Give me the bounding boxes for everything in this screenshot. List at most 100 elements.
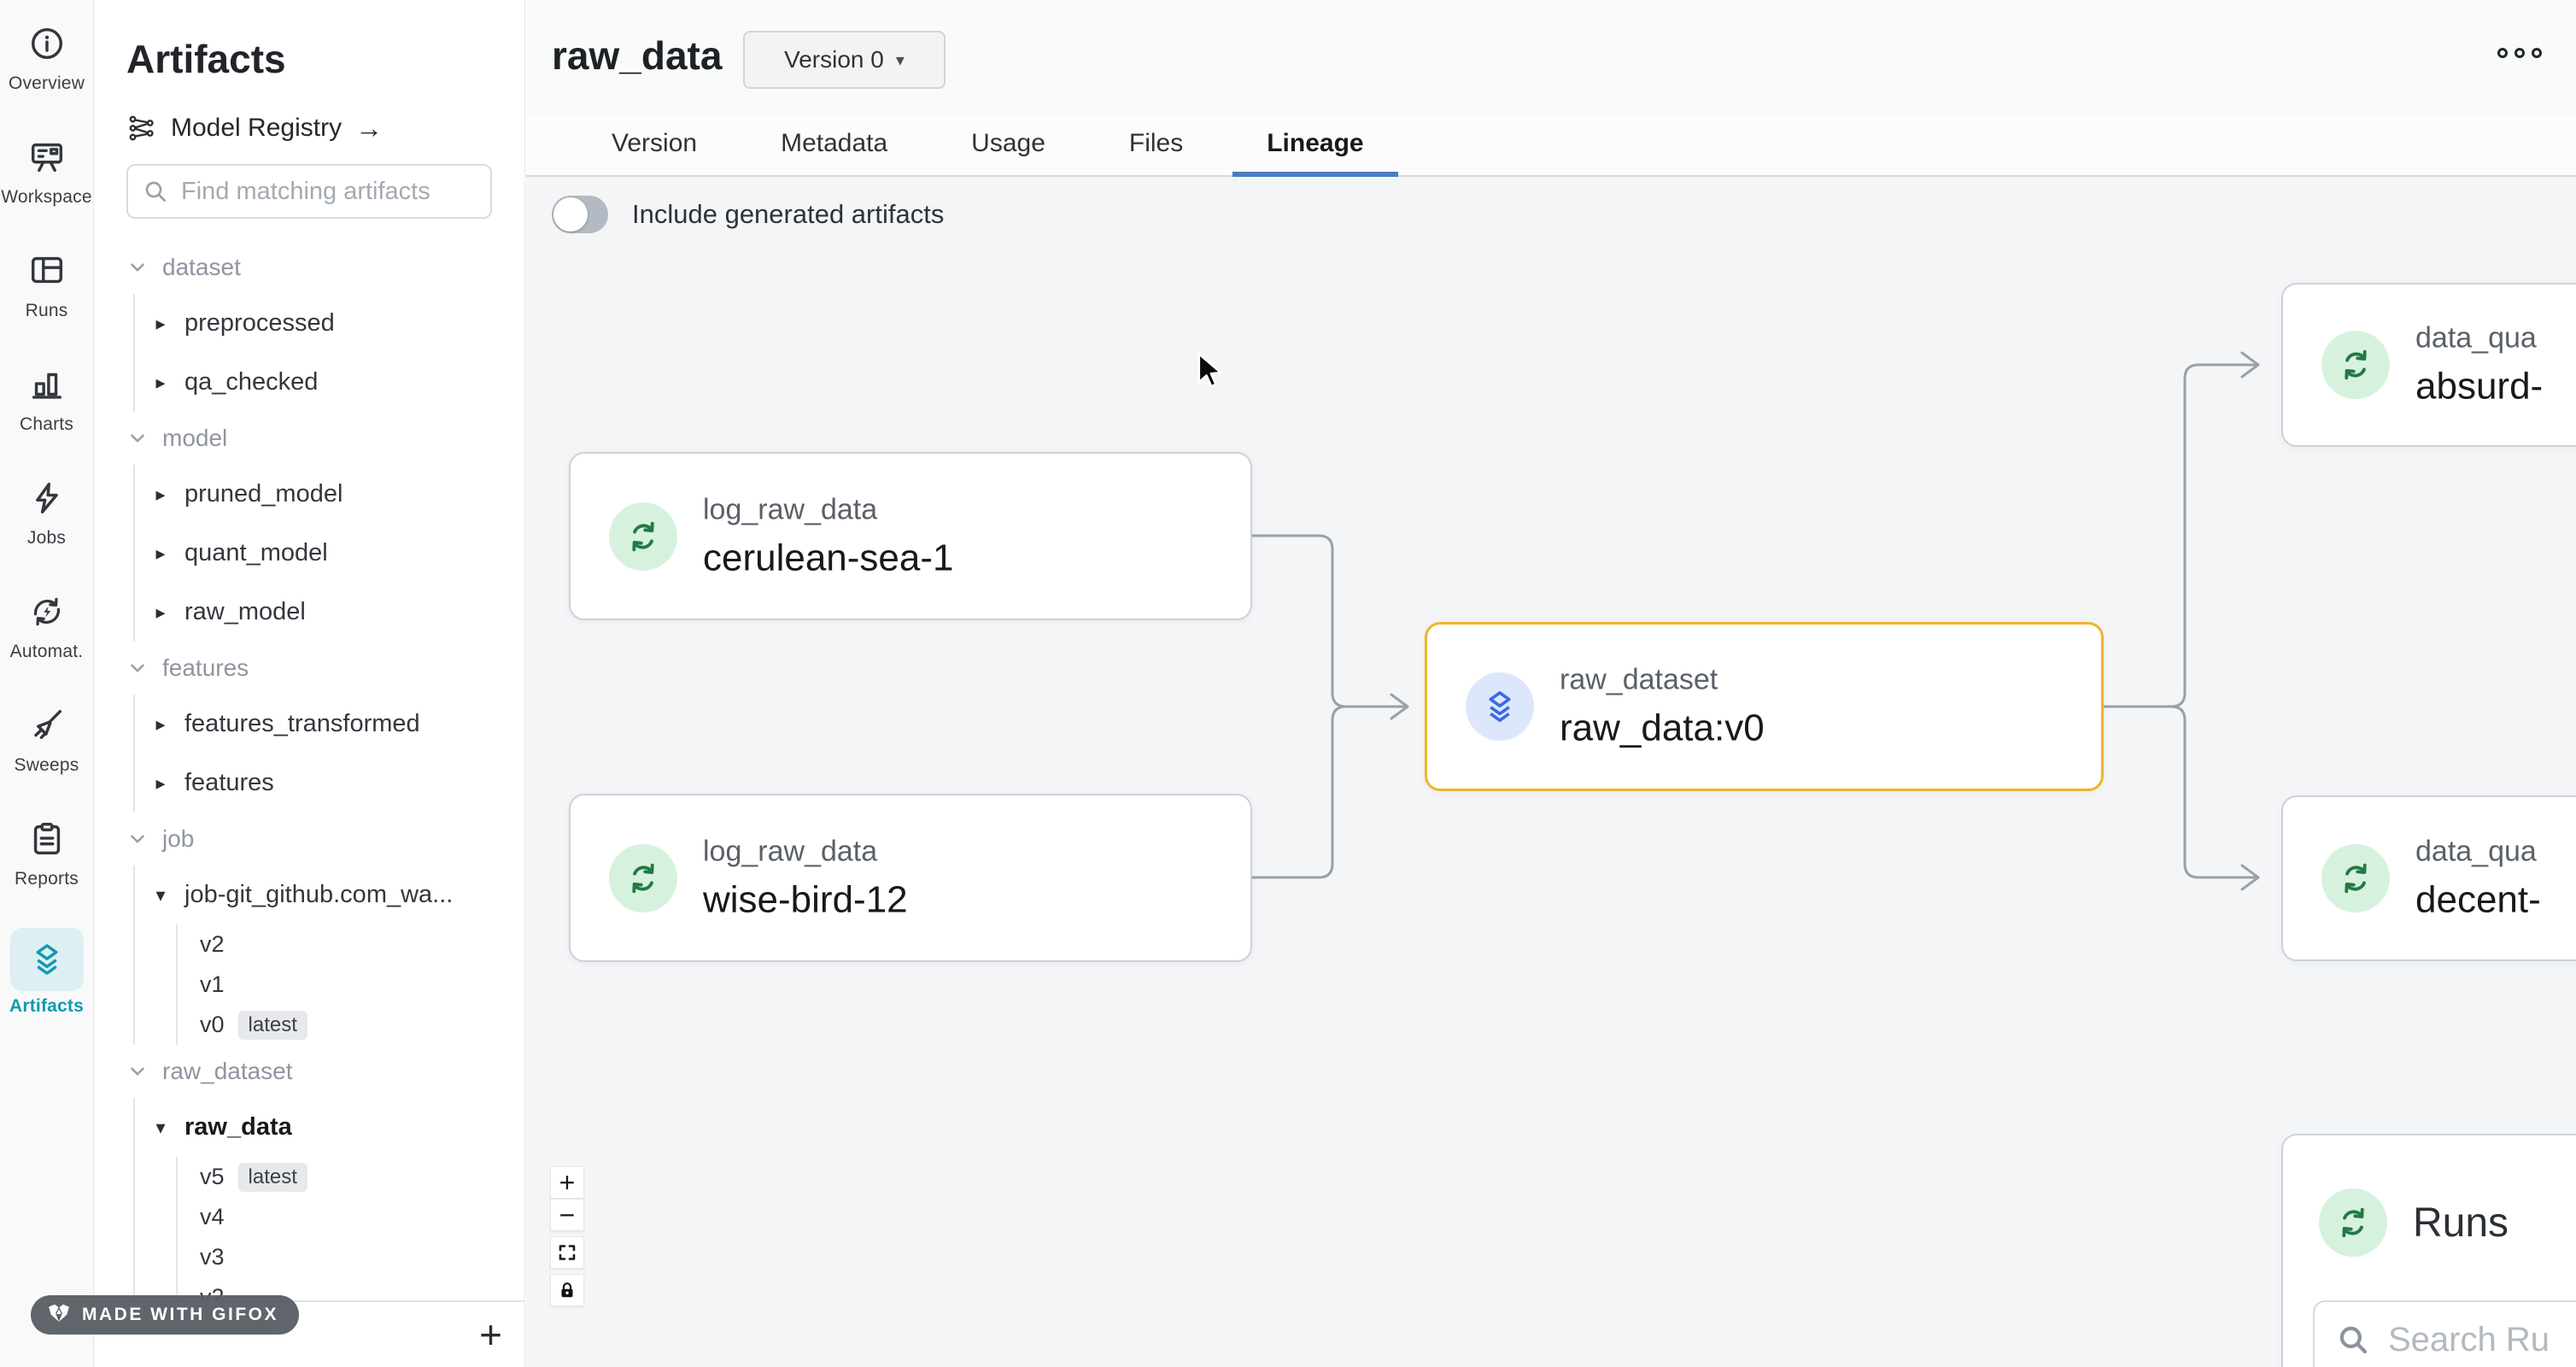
automations-icon [22, 587, 72, 637]
add-artifact-button[interactable]: + [479, 1312, 502, 1357]
tab-usage[interactable]: Usage [971, 129, 1045, 157]
sidebar-item-sweeps[interactable]: Sweeps [0, 694, 94, 807]
latest-badge: latest [237, 1162, 307, 1192]
sidebar-item-automations[interactable]: Automat. [0, 580, 94, 694]
chevron-down-icon [131, 1067, 144, 1076]
tree-version-v1[interactable]: v1 [200, 971, 225, 997]
fit-view-icon [559, 1245, 576, 1260]
tree-version-v3[interactable]: v3 [200, 1244, 225, 1270]
tree-section-features[interactable]: features [126, 642, 511, 695]
run-sync-icon [609, 843, 677, 912]
artifact-tree: dataset ▸preprocessed ▸qa_checked model … [126, 241, 511, 1300]
artifacts-sidebar: Artifacts Model Registry → dataset ▸prep… [94, 0, 525, 1367]
search-icon [145, 181, 166, 202]
sidebar-item-charts[interactable]: Charts [0, 353, 94, 466]
version-select-button[interactable]: Version 0 ▾ [743, 31, 946, 89]
overflow-menu-button[interactable] [2497, 48, 2542, 58]
caret-right-icon: ▸ [155, 542, 166, 564]
caret-down-icon: ▾ [155, 883, 166, 906]
zoom-in-button[interactable]: + [550, 1166, 584, 1199]
include-generated-toggle[interactable] [552, 196, 608, 233]
main-panel: raw_data Version 0 ▾ Version Metadata Us… [526, 0, 2576, 1367]
chevron-down-icon [131, 664, 144, 672]
tree-item-features[interactable]: ▸features [150, 754, 511, 813]
tab-lineage[interactable]: Lineage [1232, 115, 1398, 177]
caret-right-icon: ▸ [155, 371, 166, 393]
runs-panel[interactable]: Runs [2281, 1134, 2576, 1367]
runs-panel-title: Runs [2413, 1200, 2509, 1246]
tab-files[interactable]: Files [1128, 129, 1184, 157]
charts-icon [22, 360, 72, 409]
runs-search-input[interactable] [2388, 1320, 2576, 1359]
tree-section-raw-dataset[interactable]: raw_dataset [126, 1045, 511, 1098]
tab-version[interactable]: Version [612, 129, 698, 157]
tree-item-raw-model[interactable]: ▸raw_model [150, 583, 511, 642]
page-title: raw_data [552, 33, 723, 78]
artifact-header: raw_data Version 0 ▾ [526, 0, 2576, 115]
nav-rail: Overview Workspace Runs Charts Jobs [0, 0, 94, 1367]
sidebar-item-reports[interactable]: Reports [0, 807, 94, 921]
tree-version-v4[interactable]: v4 [200, 1204, 225, 1229]
lineage-node-wise-bird-12[interactable]: log_raw_data wise-bird-12 [569, 794, 1252, 962]
model-registry-icon [129, 115, 154, 141]
run-sync-icon [2321, 331, 2390, 399]
arrow-right-icon: → [355, 112, 383, 144]
caret-right-icon: ▸ [155, 312, 166, 334]
run-sync-icon [609, 502, 677, 571]
artifact-search-input[interactable] [181, 177, 477, 206]
tab-bar: Version Metadata Usage Files Lineage [526, 115, 2576, 177]
lineage-node-cerulean-sea-1[interactable]: log_raw_data cerulean-sea-1 [569, 452, 1252, 620]
workspace-icon [22, 132, 72, 182]
chevron-down-icon [131, 835, 144, 843]
lineage-canvas[interactable]: Include generated artifacts [526, 177, 2576, 1367]
caret-right-icon: ▸ [155, 772, 166, 794]
search-icon [2339, 1326, 2368, 1354]
generated-artifacts-toggle-row: Include generated artifacts [552, 196, 944, 233]
lineage-node-absurd[interactable]: data_qua absurd- [2281, 283, 2576, 447]
lineage-node-raw-data-v0[interactable]: raw_dataset raw_data:v0 [1425, 622, 2104, 791]
sweeps-icon [22, 701, 72, 750]
info-icon [22, 19, 72, 68]
sidebar-item-runs[interactable]: Runs [0, 239, 94, 353]
jobs-icon [22, 473, 72, 523]
reports-icon [22, 814, 72, 864]
tree-section-model[interactable]: model [126, 412, 511, 465]
runs-table-icon [22, 246, 72, 296]
chevron-down-icon [131, 434, 144, 443]
lock-button[interactable] [550, 1274, 584, 1306]
model-registry-link[interactable]: Model Registry → [126, 109, 383, 147]
tree-section-job[interactable]: job [126, 813, 511, 865]
sidebar-item-artifacts[interactable]: Artifacts [0, 921, 94, 1035]
tree-item-raw-data[interactable]: ▾raw_data [150, 1098, 511, 1157]
sidebar-item-jobs[interactable]: Jobs [0, 466, 94, 580]
caret-right-icon: ▸ [155, 483, 166, 505]
made-with-gifox-badge: MADE WITH GIFOX [31, 1295, 299, 1335]
caret-right-icon: ▸ [155, 713, 166, 735]
runs-search-box [2313, 1300, 2576, 1367]
tab-metadata[interactable]: Metadata [781, 129, 888, 157]
artifacts-icon [9, 928, 84, 991]
lineage-node-decent[interactable]: data_qua decent- [2281, 795, 2576, 961]
zoom-out-button[interactable]: − [550, 1199, 584, 1231]
tree-version-v2[interactable]: v2 [200, 931, 225, 957]
run-sync-icon [2319, 1188, 2387, 1257]
artifact-layers-icon [1466, 672, 1534, 741]
tree-section-dataset[interactable]: dataset [126, 241, 511, 294]
tree-item-preprocessed[interactable]: ▸preprocessed [150, 294, 511, 353]
sidebar-item-overview[interactable]: Overview [0, 12, 94, 126]
gifox-fox-icon [49, 1304, 69, 1322]
tree-item-pruned-model[interactable]: ▸pruned_model [150, 465, 511, 524]
tree-item-qa-checked[interactable]: ▸qa_checked [150, 353, 511, 412]
tree-item-job-git[interactable]: ▾job-git_github.com_wa... [150, 865, 511, 924]
canvas-zoom-controls: + − [550, 1166, 584, 1306]
sidebar-item-workspace[interactable]: Workspace [0, 126, 94, 239]
latest-badge: latest [237, 1010, 307, 1040]
fit-view-button[interactable] [550, 1236, 584, 1269]
tree-item-features-transformed[interactable]: ▸features_transformed [150, 695, 511, 754]
chevron-down-icon: ▾ [895, 50, 905, 70]
caret-right-icon: ▸ [155, 601, 166, 623]
tree-item-quant-model[interactable]: ▸quant_model [150, 524, 511, 583]
